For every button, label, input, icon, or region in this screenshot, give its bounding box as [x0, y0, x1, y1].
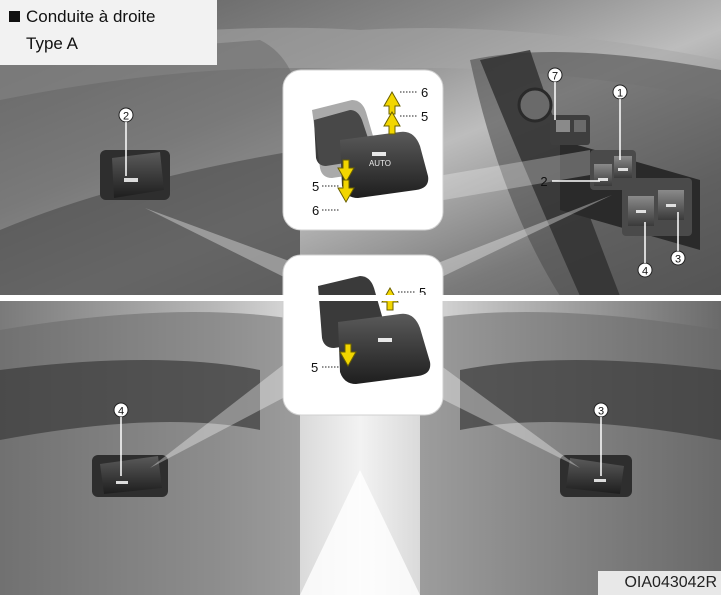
header-box: Conduite à droite Type A [0, 0, 217, 65]
bottom-right-door [420, 312, 721, 595]
label-5: 5 [312, 179, 319, 194]
callout-7: 7 [547, 67, 563, 120]
bottom-left-door [0, 312, 300, 595]
header-line-2: Type A [26, 34, 78, 53]
arrow-up-icon [383, 90, 401, 115]
beam-right-bottom [440, 365, 580, 468]
label-6: 6 [312, 203, 319, 218]
callout-3-bottom: 3 [593, 402, 609, 476]
auto-label: AUTO [369, 159, 391, 168]
left-armrest [0, 150, 300, 296]
beam-right-top [425, 195, 612, 285]
callout-4-bottom: 4 [113, 402, 129, 476]
figure-code: OIA043042R [624, 574, 717, 591]
svg-text:7: 7 [552, 71, 558, 83]
bottom-right-armrest [460, 360, 721, 440]
callout-4-top: 4 [637, 222, 653, 278]
beam-left-bottom [150, 365, 283, 468]
rear-left-switch-top [100, 150, 170, 200]
zoom-box-passenger-switch: 5 5 [282, 254, 444, 416]
arrow-down-icon [337, 179, 355, 204]
callout-1: 1 [612, 84, 628, 160]
callout-3-top: 3 [670, 212, 686, 266]
figure-code-box: OIA043042R [598, 571, 721, 595]
callout-2-top-left: 2 [118, 107, 134, 176]
panel-divider [0, 295, 721, 301]
svg-text:1: 1 [617, 88, 623, 100]
square-bullet-icon [9, 11, 20, 22]
label-6: 6 [421, 85, 428, 100]
label-5: 5 [311, 360, 318, 375]
callout-2-driver: 2 [540, 174, 600, 189]
bottom-left-armrest [0, 360, 260, 440]
header-line-1: Conduite à droite [26, 7, 156, 26]
driver-switch-cluster [517, 87, 700, 250]
right-armrest-edge [480, 50, 620, 296]
rear-left-switch-bottom [92, 455, 168, 497]
svg-text:3: 3 [675, 254, 681, 266]
label-5: 5 [419, 285, 426, 300]
rear-right-switch-bottom [560, 455, 632, 497]
arrow-down-icon [339, 343, 357, 368]
svg-text:4: 4 [642, 266, 648, 278]
svg-text:4: 4 [118, 406, 124, 418]
svg-text:2: 2 [123, 111, 129, 123]
arrow-up-icon [383, 110, 401, 135]
header-title: Conduite à droite [9, 7, 155, 27]
zoom-box-auto-switch: AUTO 6 5 5 6 [282, 69, 444, 231]
beam-left-top [145, 208, 300, 285]
label-5: 5 [421, 109, 428, 124]
center-highlight [300, 470, 420, 595]
svg-text:2: 2 [540, 174, 547, 189]
svg-text:3: 3 [598, 406, 604, 418]
